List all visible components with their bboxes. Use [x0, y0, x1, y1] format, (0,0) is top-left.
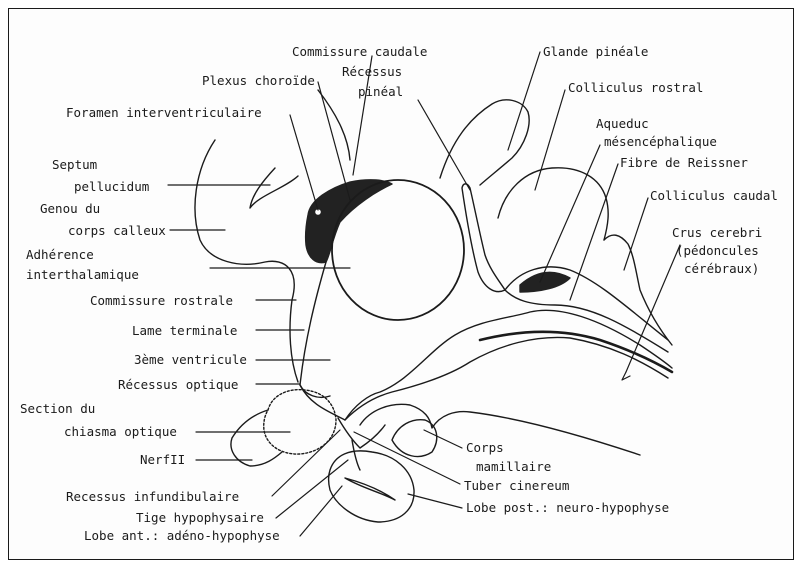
label-aqueduc-line2: mésencéphalique	[604, 134, 717, 149]
label-recessus-optique: Récessus optique	[118, 377, 238, 392]
label-section-line1: Section du	[20, 401, 95, 416]
label-crus-line1: Crus cerebri	[672, 225, 762, 240]
label-colliculus-caudal: Colliculus caudal	[650, 188, 778, 203]
leader-recessus-pineal	[418, 100, 470, 190]
optic-nerve	[231, 410, 282, 466]
label-lobe-post: Lobe post.: neuro-hypophyse	[466, 500, 669, 515]
label-nerf-ii: NerfII	[140, 452, 185, 467]
label-recessus-pineal-line2: pinéal	[358, 84, 403, 99]
interthalamic-adhesion	[332, 180, 464, 320]
colliculus-caudal-outline	[604, 235, 672, 345]
leader-lobe-post	[408, 494, 462, 508]
pineal-recess	[462, 184, 505, 292]
label-lobe-ant: Lobe ant.: adéno-hypophyse	[84, 528, 280, 543]
label-crus-line2: (pédoncules	[676, 243, 759, 258]
pineal-gland	[440, 100, 529, 185]
brainstem-contour	[345, 337, 668, 420]
label-tige-hypophysaire: Tige hypophysaire	[136, 510, 264, 525]
leader-colliculus-rostral	[535, 90, 565, 190]
label-plexus-choroide: Plexus choroïde	[202, 73, 315, 88]
label-commissure-caudale: Commissure caudale	[292, 44, 427, 59]
leader-aqueduc	[540, 145, 600, 282]
leader-colliculus-caudal	[624, 198, 648, 270]
label-corps-line1: Corps	[466, 440, 504, 455]
label-corps-line2: mamillaire	[476, 459, 551, 474]
label-3eme-ventricule: 3ème ventricule	[134, 352, 247, 367]
label-aqueduc-line1: Aqueduc	[596, 116, 649, 131]
label-fibre-reissner: Fibre de Reissner	[620, 155, 748, 170]
label-section-line2: chiasma optique	[64, 424, 177, 439]
colliculus-rostral-outline	[498, 168, 608, 240]
aqueduct-fill	[520, 272, 570, 292]
brainstem-thick-line	[480, 332, 672, 372]
corpus-callosum-outline	[195, 140, 298, 382]
choroid-plexus	[306, 180, 392, 263]
label-genou-line1: Genou du	[40, 201, 100, 216]
label-tuber-cinereum: Tuber cinereum	[464, 478, 569, 493]
label-commissure-rostrale: Commissure rostrale	[90, 293, 233, 308]
leader-foramen	[290, 115, 318, 210]
crus-arrow	[622, 372, 630, 380]
leader-tige	[276, 460, 348, 518]
label-genou-line2: corps calleux	[68, 223, 166, 238]
septum-outline	[250, 168, 298, 208]
label-adherence-line1: Adhérence	[26, 247, 94, 262]
label-septum-line1: Septum	[52, 157, 97, 172]
label-septum-line2: pellucidum	[74, 179, 149, 194]
label-lame-terminale: Lame terminale	[132, 323, 237, 338]
leader-corps	[424, 430, 462, 448]
label-colliculus-rostral: Colliculus rostral	[568, 80, 703, 95]
mamillary-body	[392, 420, 437, 457]
label-foramen: Foramen interventriculaire	[66, 105, 262, 120]
ventricle-lower-wall	[300, 385, 330, 397]
label-recessus-pineal-line1: Récessus	[342, 64, 402, 79]
label-crus-line3: cérébraux)	[684, 261, 759, 276]
label-glande-pineale: Glande pinéale	[543, 44, 648, 59]
leader-fibre	[570, 164, 618, 300]
leader-plexus	[318, 82, 350, 200]
hypophysis-inner	[345, 478, 395, 500]
label-adherence-line2: interthalamique	[26, 267, 139, 282]
label-recessus-infundibulaire: Recessus infundibulaire	[66, 489, 239, 504]
